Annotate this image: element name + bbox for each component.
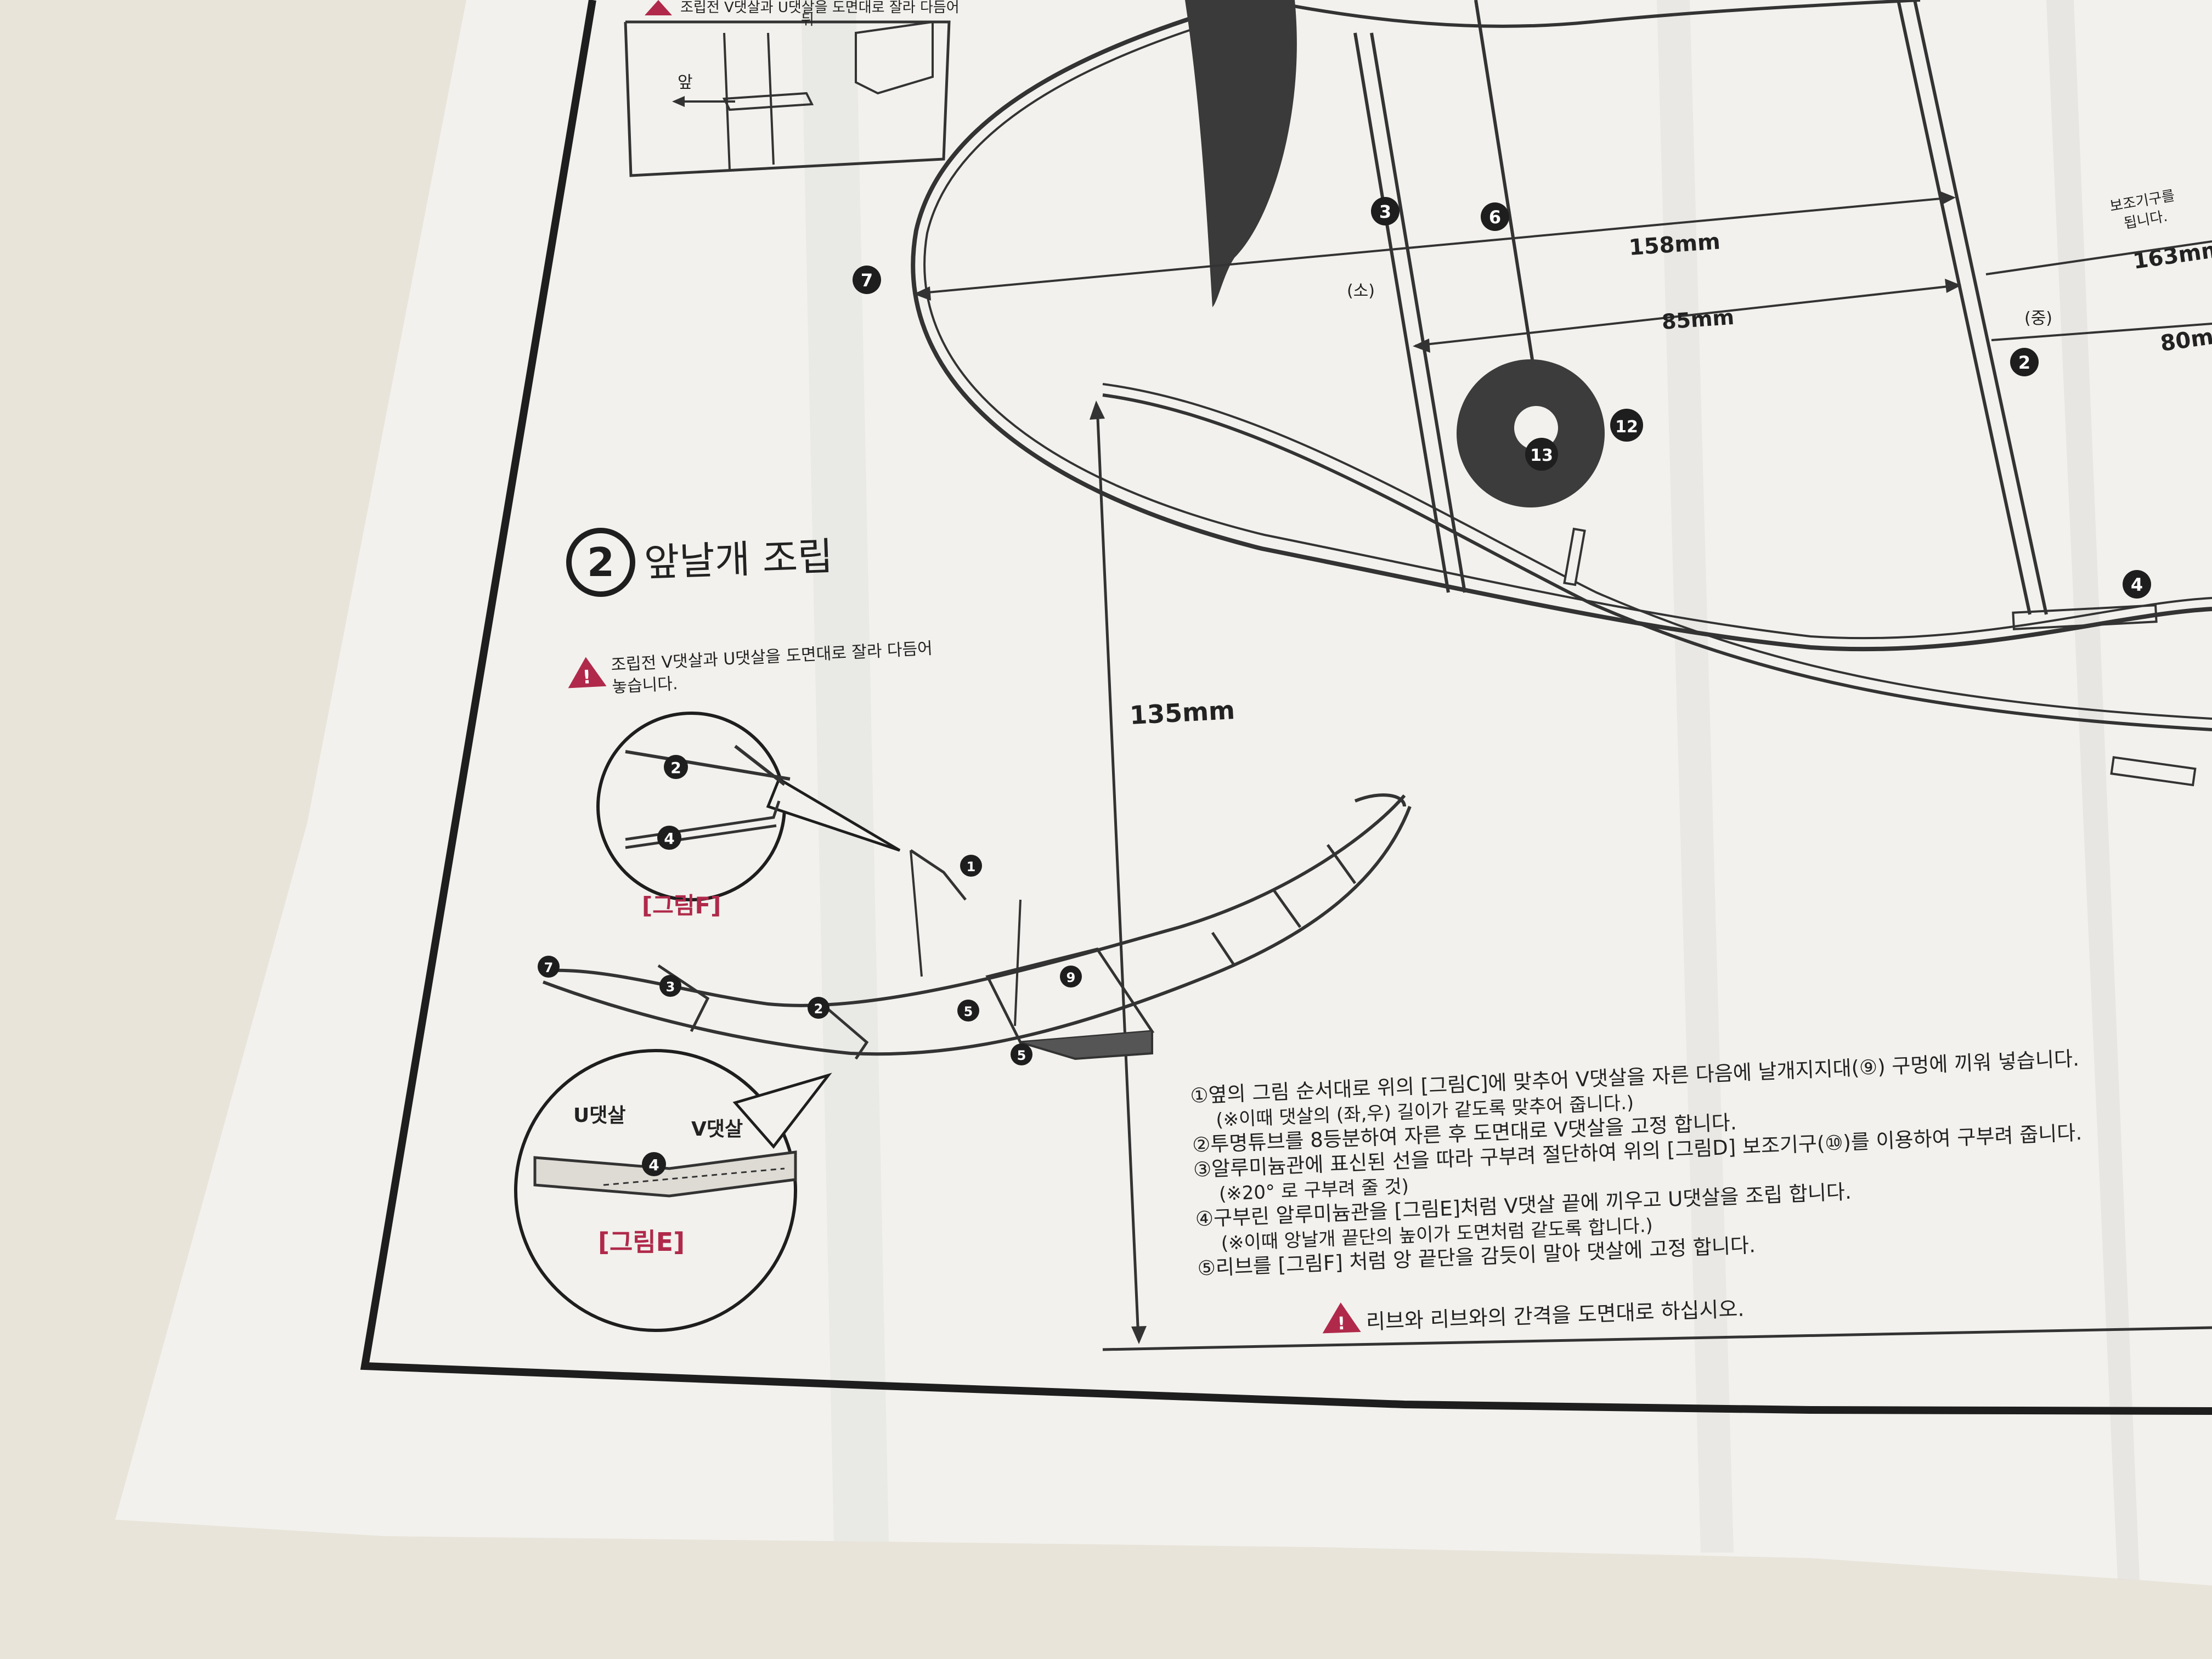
svg-text:4: 4: [664, 830, 674, 848]
svg-text:!: !: [582, 666, 592, 689]
figure-e-label: [그림E]: [598, 1227, 685, 1257]
u-rib-label: U댓살: [573, 1104, 625, 1127]
svg-text:앞: 앞: [678, 73, 693, 92]
label-medium: (중): [2024, 309, 2052, 328]
v-rib-label: V댓살: [691, 1118, 743, 1141]
section-number: 2: [587, 539, 614, 585]
dimension-158: 158mm: [913, 191, 1956, 301]
svg-text:4: 4: [648, 1156, 659, 1174]
top-inset: 조립전 V댓살과 U댓살을 도면대로 잘라 다듬어 앞 뒤: [624, 0, 960, 177]
dimension-135: 135mm: [1090, 400, 2212, 1351]
svg-text:5: 5: [1017, 1048, 1026, 1063]
svg-text:조립전 V댓살과 U댓살을 도면대로 잘라 다듬어: 조립전 V댓살과 U댓살을 도면대로 잘라 다듬어: [680, 0, 960, 16]
svg-text:뒤: 뒤: [801, 12, 814, 29]
svg-text:135mm: 135mm: [1129, 695, 1235, 730]
svg-text:!: !: [1337, 1313, 1346, 1334]
svg-text:5: 5: [964, 1004, 973, 1019]
svg-text:2: 2: [814, 1001, 823, 1017]
svg-text:1: 1: [967, 859, 976, 874]
svg-text:3: 3: [666, 979, 675, 995]
svg-text:4: 4: [2131, 574, 2143, 595]
page-border: [360, 0, 2212, 1415]
fold-shadow-3: [2046, 0, 2140, 1580]
wing-assembly-drawing: 7 3 2 1 5 5 9: [538, 793, 1412, 1065]
svg-text:7: 7: [544, 960, 554, 975]
dimension-85: 85mm: [1413, 279, 1961, 353]
svg-text:85mm: 85mm: [1661, 305, 1735, 334]
part-badges-top: 7 3 6 12 13 2 4: [853, 197, 2151, 599]
fuselage-shadow: [1185, 0, 1297, 307]
svg-text:7: 7: [861, 270, 873, 291]
fold-shadow-2: [1657, 0, 1734, 1553]
svg-text:2: 2: [2018, 352, 2030, 373]
svg-text:3: 3: [1379, 201, 1391, 222]
section-heading: 2 앞날개 조립: [566, 528, 834, 597]
label-small: (소): [1347, 281, 1375, 301]
warning-icon: [1322, 1302, 1361, 1334]
figure-e: 4 U댓살 V댓살 [그림E]: [514, 1049, 832, 1332]
svg-text:9: 9: [1066, 970, 1076, 985]
fold-shadow-1: [801, 0, 889, 1542]
figure-f: 2 4 [그림F]: [596, 712, 901, 919]
figure-f-label: [그림F]: [642, 892, 721, 919]
svg-text:6: 6: [1489, 207, 1501, 228]
svg-text:2: 2: [670, 759, 681, 777]
warning-icon: [568, 657, 607, 689]
warning-icon: [645, 0, 672, 15]
section-title: 앞날개 조립: [644, 534, 834, 585]
svg-text:13: 13: [1530, 446, 1553, 465]
svg-text:12: 12: [1615, 417, 1638, 437]
svg-text:놓습니다.: 놓습니다.: [612, 674, 679, 697]
